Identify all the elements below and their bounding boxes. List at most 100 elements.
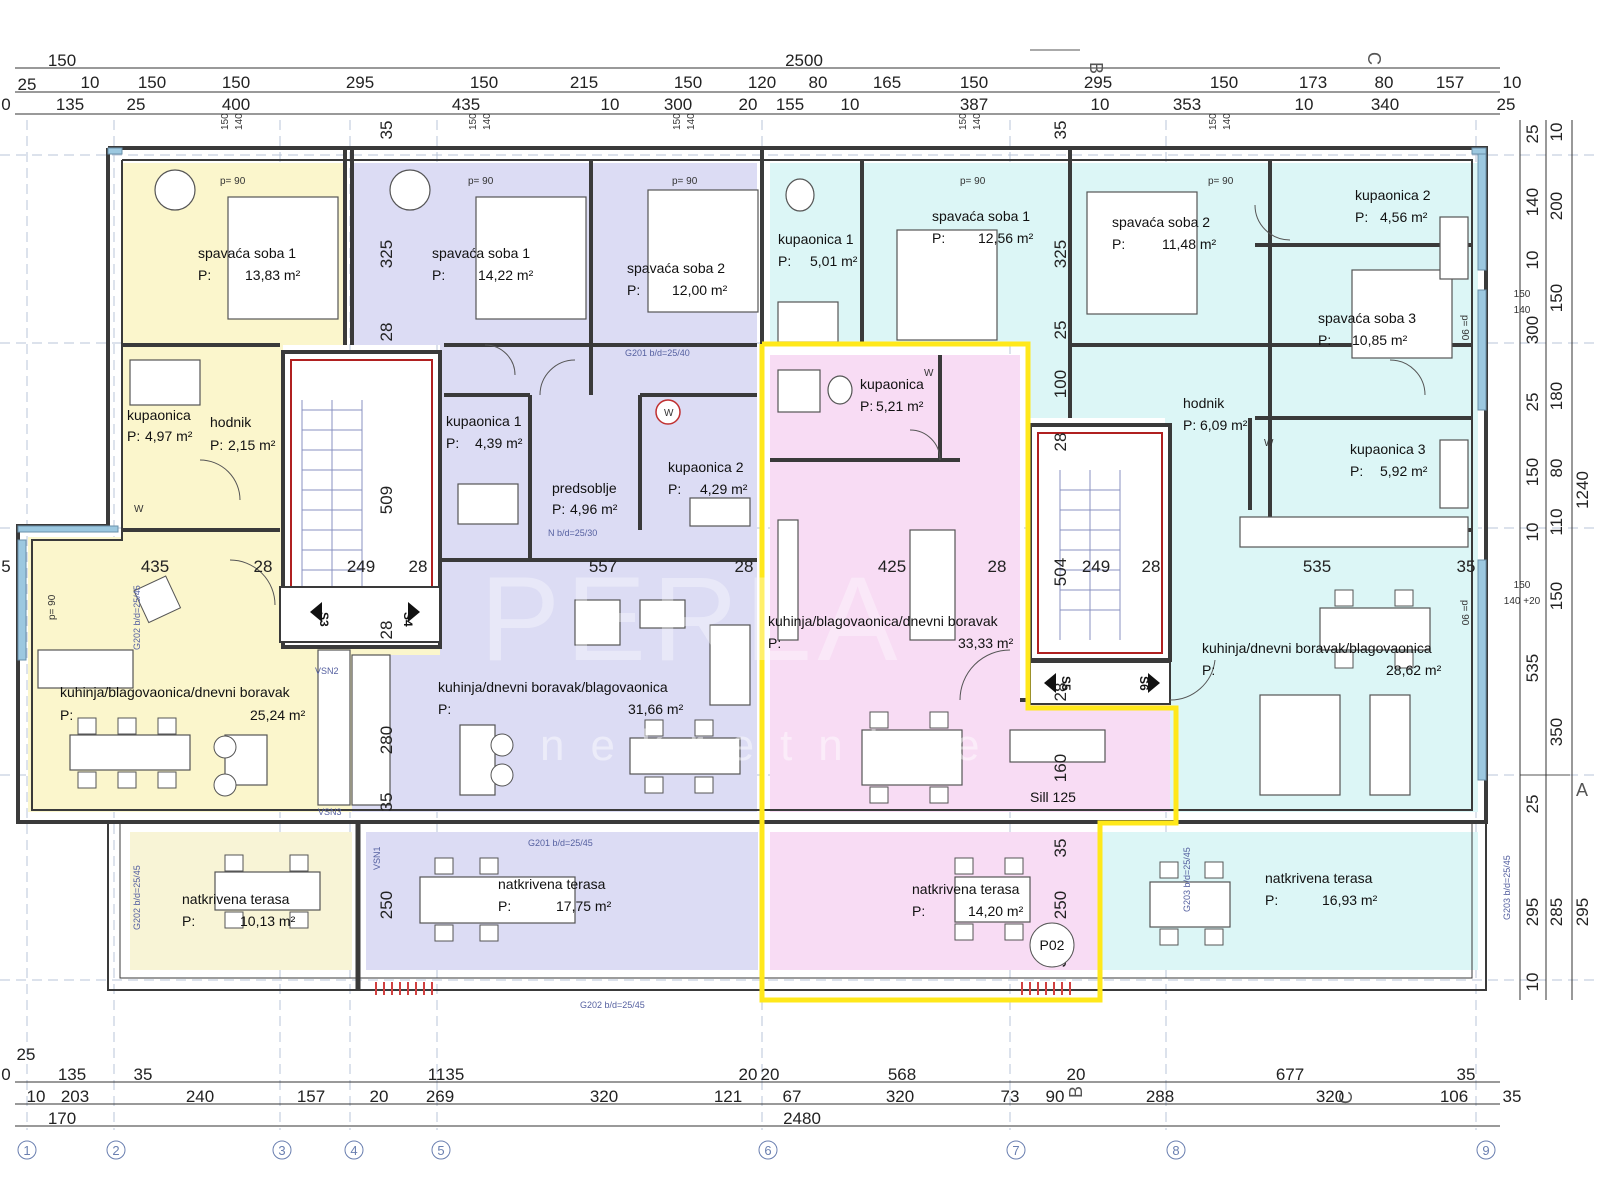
svg-text:12,00 m²: 12,00 m²	[672, 282, 728, 298]
svg-text:28,62 m²: 28,62 m²	[1386, 662, 1442, 678]
svg-text:P:: P:	[446, 435, 459, 451]
svg-text:p= 90: p= 90	[672, 176, 698, 187]
svg-text:35: 35	[1503, 1087, 1522, 1106]
svg-text:p= 90: p= 90	[960, 176, 986, 187]
svg-text:33,33 m²: 33,33 m²	[958, 635, 1014, 651]
svg-text:natkrivena terasa: natkrivena terasa	[1265, 870, 1373, 886]
svg-text:6,09 m²: 6,09 m²	[1200, 417, 1248, 433]
svg-text:10: 10	[1523, 251, 1542, 270]
svg-text:35: 35	[134, 1065, 153, 1084]
svg-text:425: 425	[878, 557, 906, 576]
svg-text:504: 504	[1051, 558, 1070, 586]
svg-text:predsoblje: predsoblje	[552, 480, 617, 496]
section-mark-b-top: B	[1086, 62, 1106, 74]
svg-text:spavaća soba 3: spavaća soba 3	[1318, 310, 1416, 326]
svg-text:kupaonica 2: kupaonica 2	[1355, 187, 1431, 203]
svg-text:P:: P:	[668, 481, 681, 497]
room-bedroom-3-d: spavaća soba 3 P: 10,85 m²	[1318, 310, 1416, 348]
svg-text:150: 150	[1514, 289, 1531, 300]
stair-arrow-s3	[310, 602, 322, 622]
svg-text:G202 b/d=25/45: G202 b/d=25/45	[132, 585, 142, 650]
svg-text:10: 10	[81, 73, 100, 92]
svg-text:35: 35	[1457, 557, 1476, 576]
svg-text:25: 25	[127, 95, 146, 114]
svg-text:157: 157	[297, 1087, 325, 1106]
chairs	[77, 575, 1414, 946]
svg-text:135: 135	[56, 95, 84, 114]
svg-text:170: 170	[48, 1109, 76, 1128]
svg-text:P:: P:	[1265, 892, 1278, 908]
room-bathroom-p02: kupaonica P: 5,21 m²	[860, 376, 924, 414]
svg-text:2480: 2480	[783, 1109, 821, 1128]
svg-text:P:: P:	[1355, 209, 1368, 225]
svg-text:350: 350	[1547, 718, 1566, 746]
svg-text:28: 28	[409, 557, 428, 576]
svg-text:p= 90: p= 90	[468, 176, 494, 187]
svg-text:10: 10	[601, 95, 620, 114]
svg-text:28: 28	[377, 323, 396, 342]
room-entry-b: predsoblje P: 4,96 m²	[552, 480, 618, 517]
svg-text:4,96 m²: 4,96 m²	[570, 501, 618, 517]
svg-text:90: 90	[1046, 1087, 1065, 1106]
svg-text:S6: S6	[1137, 676, 1151, 691]
svg-text:110: 110	[1547, 508, 1566, 535]
svg-text:25: 25	[1523, 795, 1542, 814]
svg-text:VSN3: VSN3	[318, 807, 342, 817]
svg-text:25,24 m²: 25,24 m²	[250, 707, 306, 723]
svg-text:kuhinja/blagovaonica/dnevni bo: kuhinja/blagovaonica/dnevni boravak	[60, 684, 291, 700]
dims-top-row3: 0 135 25 400 435 10 300 20 155 10 387 10…	[1, 95, 1515, 114]
sill-label: Sill 125	[1030, 789, 1076, 805]
svg-text:5,21 m²: 5,21 m²	[876, 398, 924, 414]
section-mark-b-bottom: B	[1066, 1086, 1086, 1098]
svg-text:325: 325	[1051, 240, 1070, 268]
svg-text:150: 150	[1547, 582, 1566, 610]
svg-text:240: 240	[186, 1087, 214, 1106]
svg-text:W: W	[134, 504, 144, 515]
svg-text:1: 1	[23, 1143, 30, 1158]
svg-text:6: 6	[764, 1143, 771, 1158]
svg-text:157: 157	[1436, 73, 1464, 92]
right-dimension-lines	[1519, 120, 1573, 1000]
svg-text:P:: P:	[768, 635, 781, 651]
svg-text:P:: P:	[1350, 463, 1363, 479]
svg-text:W: W	[924, 368, 934, 379]
room-bathroom-1-b: kupaonica 1 P: 4,39 m²	[446, 413, 523, 451]
svg-text:N b/d=25/30: N b/d=25/30	[548, 528, 597, 538]
svg-text:435: 435	[141, 557, 169, 576]
svg-text:135: 135	[58, 1065, 86, 1084]
svg-text:25: 25	[1523, 125, 1542, 144]
svg-text:G203 b/d=25/45: G203 b/d=25/45	[1502, 855, 1512, 920]
room-hallway-a: hodnik P: 2,15 m²	[210, 414, 276, 453]
svg-text:121: 121	[714, 1087, 742, 1106]
axis-bubbles	[17, 1140, 1496, 1160]
svg-text:2,15 m²: 2,15 m²	[228, 437, 276, 453]
svg-text:P:: P:	[932, 230, 945, 246]
room-living-d: kuhinja/dnevni boravak/blagovaonica P: 2…	[1202, 640, 1442, 678]
svg-text:269: 269	[426, 1087, 454, 1106]
svg-text:140: 140	[1523, 188, 1542, 216]
svg-text:G202 b/d=25/45: G202 b/d=25/45	[132, 865, 142, 930]
svg-text:155: 155	[776, 95, 804, 114]
svg-text:285: 285	[1547, 898, 1566, 926]
svg-text:G202 b/d=25/45: G202 b/d=25/45	[580, 1000, 645, 1010]
svg-text:300: 300	[1523, 316, 1542, 344]
room-bathroom-3-d: kupaonica 3 P: 5,92 m²	[1350, 441, 1428, 479]
svg-text:250: 250	[377, 891, 396, 919]
svg-text:4,56 m²: 4,56 m²	[1380, 209, 1428, 225]
svg-text:1135: 1135	[428, 1065, 465, 1084]
section-mark-a: A	[1576, 780, 1588, 800]
svg-text:150: 150	[1514, 580, 1531, 591]
room-bedroom-1-c: spavaća soba 1 P: 12,56 m²	[932, 208, 1034, 246]
svg-text:spavaća soba 1: spavaća soba 1	[932, 208, 1030, 224]
svg-text:25: 25	[1051, 321, 1070, 340]
svg-text:5: 5	[1, 557, 10, 576]
svg-text:10: 10	[841, 95, 860, 114]
svg-text:353: 353	[1173, 95, 1201, 114]
svg-text:G201 b/d=25/40: G201 b/d=25/40	[625, 348, 690, 358]
svg-text:140: 140	[1222, 113, 1233, 130]
svg-text:535: 535	[1303, 557, 1331, 576]
svg-text:160: 160	[1051, 754, 1070, 782]
svg-text:5,92 m²: 5,92 m²	[1380, 463, 1428, 479]
svg-text:320: 320	[886, 1087, 914, 1106]
svg-text:P:: P:	[498, 898, 511, 914]
